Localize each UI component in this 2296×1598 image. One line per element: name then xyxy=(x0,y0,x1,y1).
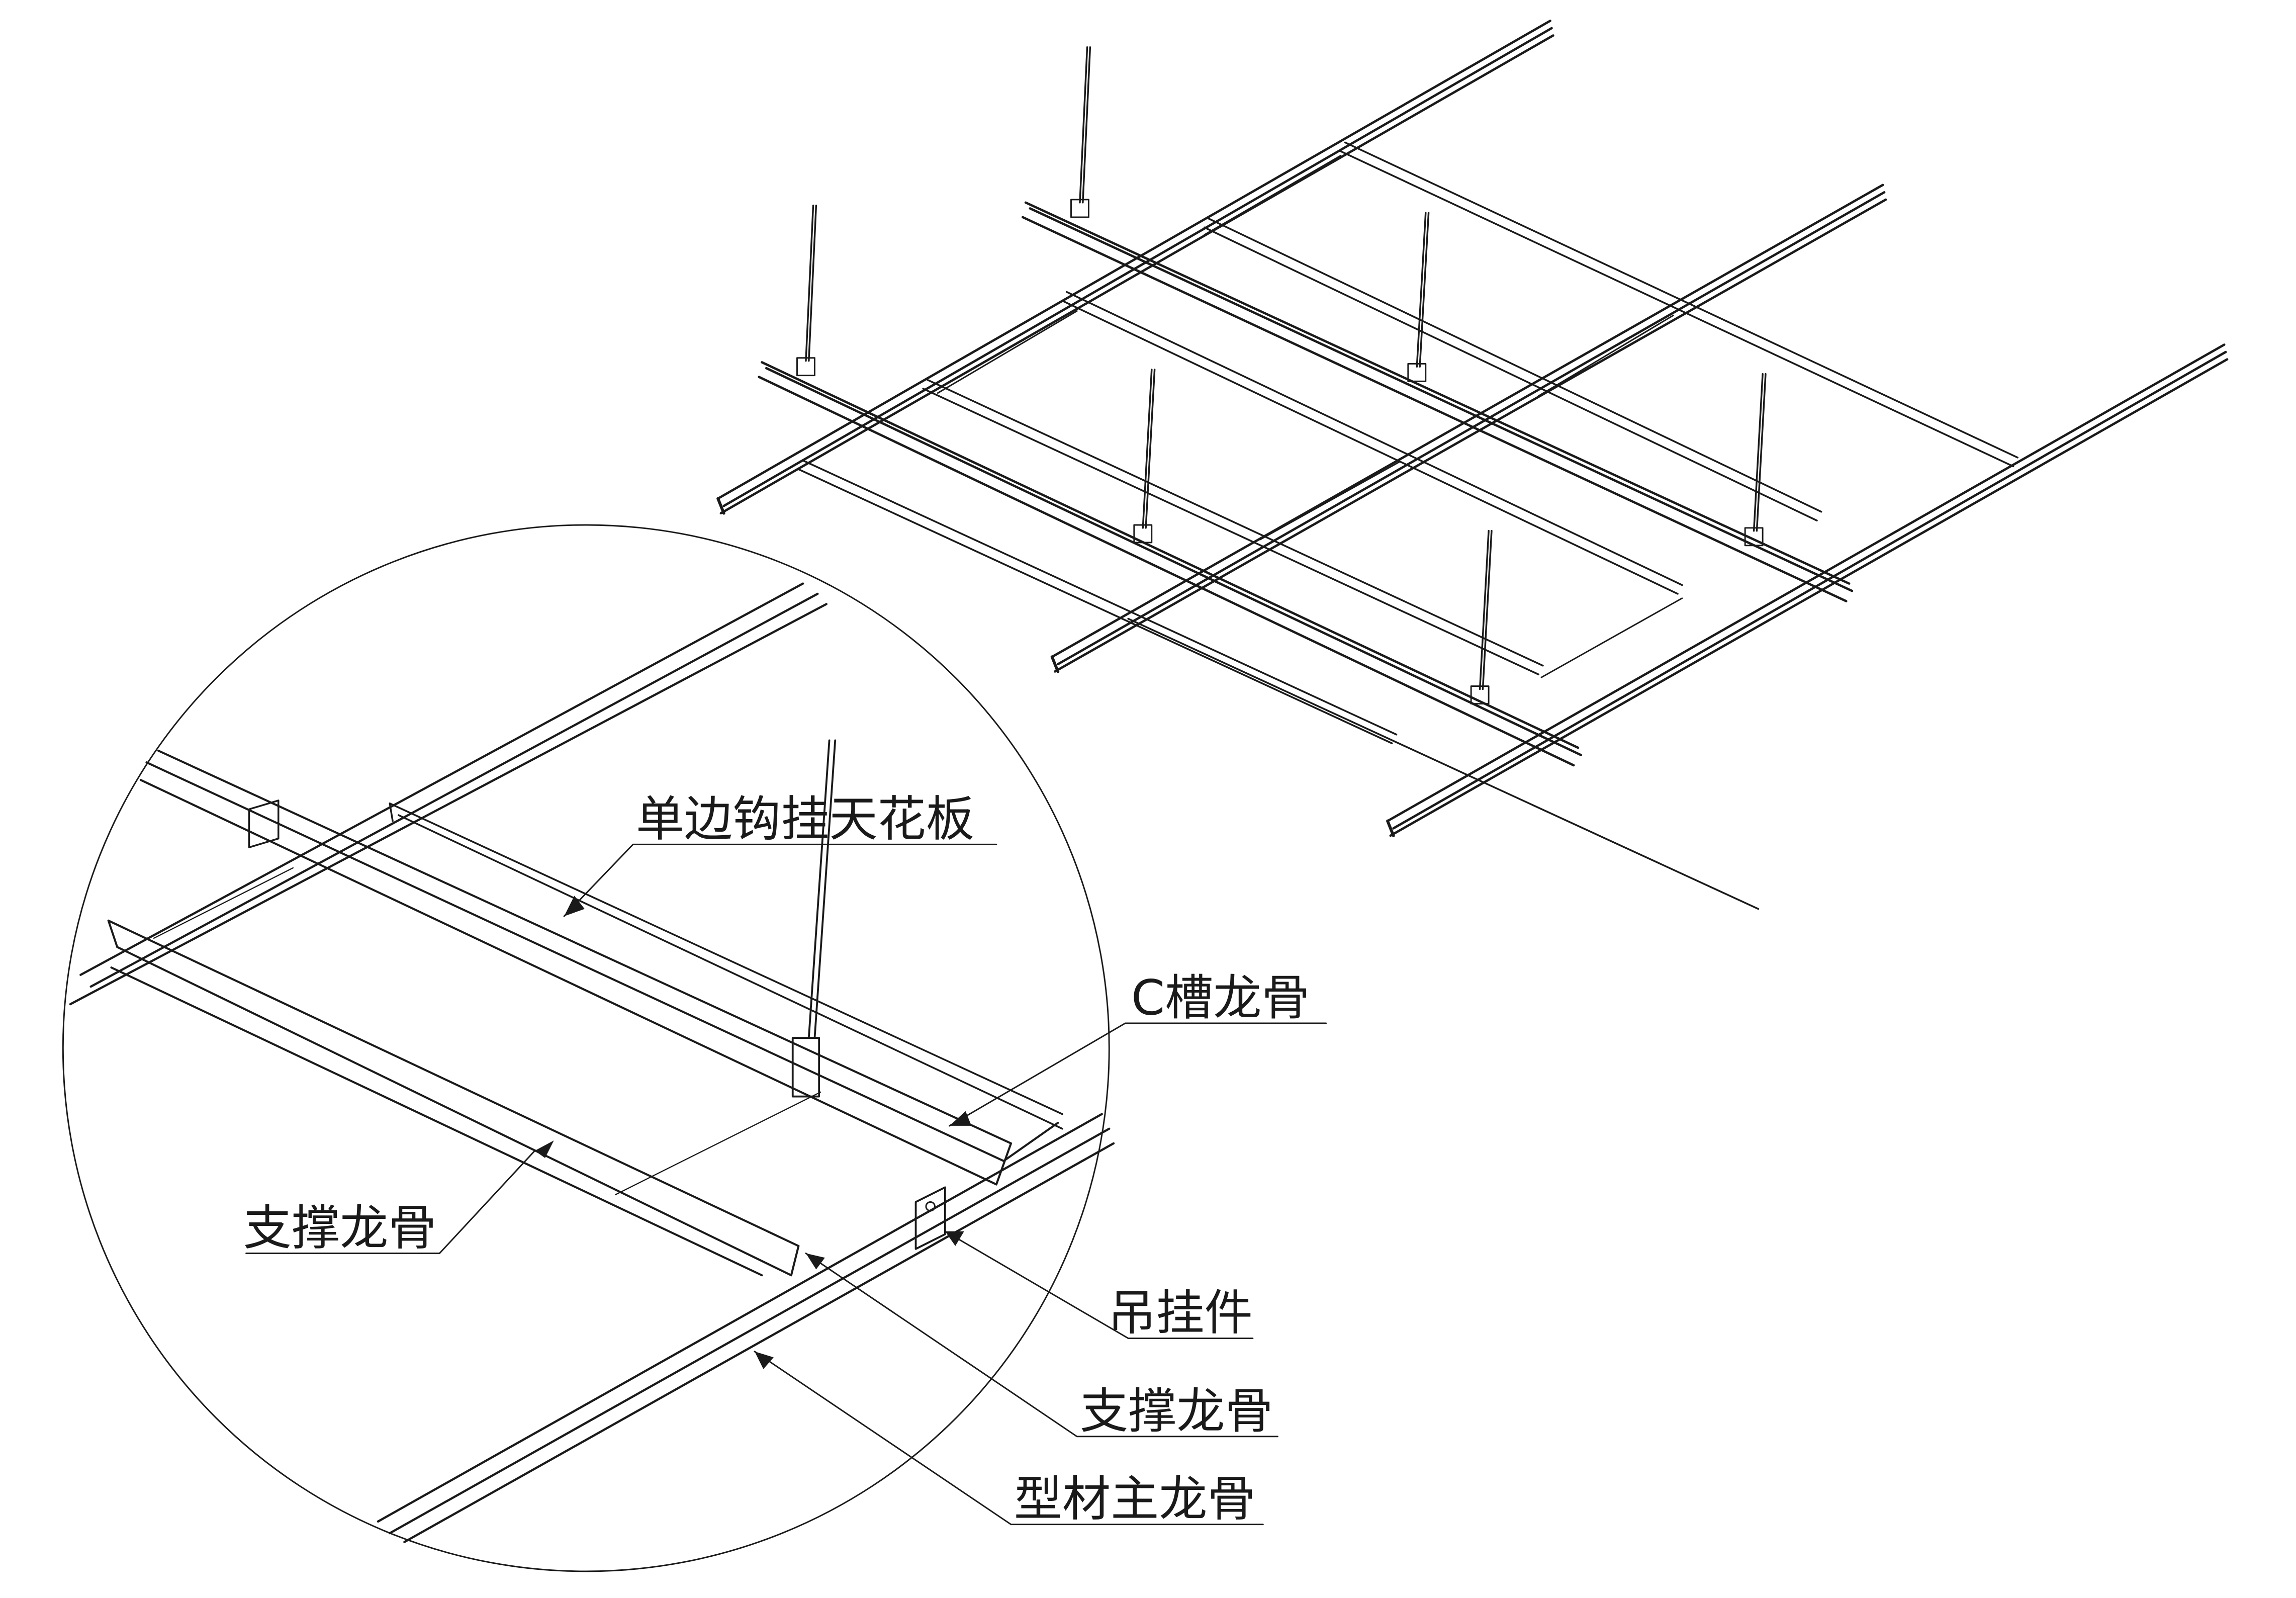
leader-c-channel xyxy=(949,1022,1327,1127)
label-c-channel-keel: C槽龙骨 xyxy=(1131,969,1310,1026)
detail-panel xyxy=(389,802,1063,1130)
label-single-hook-panel: 单边钩挂天花板 xyxy=(636,791,974,847)
leader-hanger xyxy=(944,1230,1254,1339)
c-channel-rails xyxy=(758,201,1854,767)
label-profile-main-keel: 型材主龙骨 xyxy=(1014,1471,1256,1527)
detail-main-keel-front xyxy=(377,1113,1115,1543)
panel-joints xyxy=(937,155,1683,678)
leader-support-keel-right xyxy=(805,1253,1278,1438)
detail-main-keel-back xyxy=(69,582,828,1006)
leader-single-hook-panel xyxy=(563,843,997,917)
overview-grid xyxy=(716,20,2229,910)
hanger-rods xyxy=(805,46,1767,690)
detail-hanger-part xyxy=(914,1186,946,1250)
detail-support-keel-left xyxy=(107,919,800,1277)
leader-lines xyxy=(245,843,1327,1526)
leader-support-keel-left xyxy=(245,1150,536,1254)
label-support-keel-right: 支撑龙骨 xyxy=(1080,1383,1273,1439)
label-support-keel-left: 支撑龙骨 xyxy=(243,1200,437,1256)
label-hanger: 吊挂件 xyxy=(1108,1285,1252,1341)
detail-view xyxy=(62,524,1115,1572)
detail-hanger-clip xyxy=(791,1037,820,1098)
leader-main-keel xyxy=(754,1351,1264,1526)
leader-arrowheads xyxy=(534,896,972,1369)
support-keel-rails xyxy=(797,141,2018,910)
detail-c-channel xyxy=(139,749,1059,1186)
hanger-clips xyxy=(796,199,1764,705)
detail-hanger-rod xyxy=(807,739,837,1039)
detail-circle xyxy=(62,524,1110,1572)
